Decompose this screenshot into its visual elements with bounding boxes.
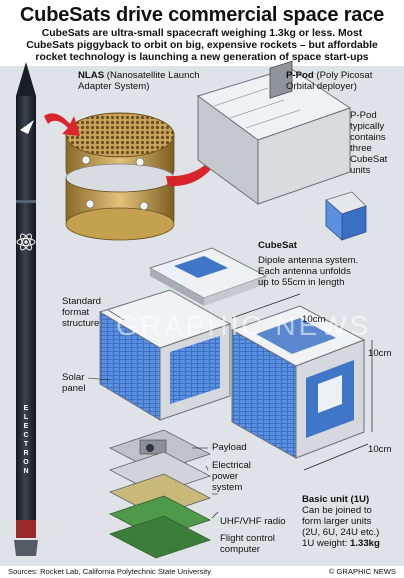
cubesat-heading-text: CubeSat	[258, 240, 297, 251]
nlas-label-rest: (Nanosatellite Launch	[104, 70, 200, 81]
standard-structure-label: Standard format structure	[62, 296, 101, 329]
nlas-label-line2: Adapter System)	[78, 81, 150, 92]
eps-line: system	[212, 482, 243, 493]
dipole-line: Dipole antenna system.	[258, 255, 359, 266]
basic-unit-line: Can be joined to	[302, 505, 372, 516]
rocket-letter: N	[23, 468, 28, 475]
ppod-label-line2: Orbital deployer)	[286, 81, 357, 92]
dimension-bottom-label: 10cm	[368, 444, 392, 455]
rocket-letter: E	[24, 423, 29, 430]
internal-boards	[108, 429, 212, 559]
dipole-antenna-label: Dipole antenna system. Each antenna unfo…	[258, 255, 358, 288]
page-title: CubeSats drive commercial space race	[19, 4, 385, 26]
ppod-description: P-Pod typically contains three CubeSat u…	[350, 110, 387, 176]
ppod-desc-line: three	[350, 143, 372, 154]
ppod-label: P-Pod (Poly Picosat Orbital deployer)	[286, 70, 372, 92]
ppod-deployer	[196, 60, 367, 241]
footer-sources: Sources: Rocket Lab, California Polytech…	[8, 567, 212, 576]
basic-unit-line: (2U, 6U, 24U etc.)	[302, 527, 380, 538]
header: CubeSats drive commercial space race Cub…	[8, 4, 396, 64]
solar-line: panel	[62, 383, 86, 394]
ppod-desc-line: P-Pod	[350, 110, 377, 121]
ppod-desc-line: CubeSat	[350, 154, 388, 165]
dimension-top-label: 10cm	[302, 314, 326, 325]
fcc-line: Flight control	[220, 533, 275, 544]
rocket-letter: O	[23, 459, 29, 466]
footer: Sources: Rocket Lab, California Polytech…	[0, 566, 404, 578]
rocket-letter: T	[24, 441, 29, 448]
basic-unit-weight-value: 1.33kg	[350, 538, 380, 549]
ppod-desc-line: typically	[350, 121, 385, 132]
arrow-rocket-to-nlas-icon	[44, 113, 80, 136]
subtitle-line-1: CubeSats are ultra-small spacecraft weig…	[41, 28, 363, 39]
rocket-letter: L	[24, 414, 29, 421]
dipole-line: Each antenna unfolds	[258, 266, 351, 277]
footer-credit: © GRAPHIC NEWS	[328, 567, 396, 576]
eps-line: Electrical	[212, 460, 251, 471]
subtitle-line-2: CubeSats piggyback to orbit on big, expe…	[26, 40, 378, 51]
basic-unit-cube	[230, 305, 366, 459]
ppod-desc-line: contains	[350, 132, 386, 143]
ppod-desc-line: units	[350, 165, 371, 176]
rocket-letter: C	[23, 432, 28, 439]
payload-label: Payload	[212, 442, 247, 453]
rocket-band	[16, 200, 36, 203]
rocket-base	[14, 540, 38, 556]
rocket-fuselage	[16, 96, 36, 536]
nlas-adapter	[65, 112, 175, 241]
rocket-nose	[16, 62, 36, 96]
rocket-engine-section	[16, 520, 36, 538]
solar-line: Solar	[62, 372, 85, 383]
basic-unit-weight-prefix: 1U weight:	[302, 538, 350, 549]
basic-unit-label: Basic unit (1U) Can be joined to form la…	[302, 494, 380, 549]
basic-unit-title: Basic unit (1U)	[302, 494, 370, 505]
fcc-line: computer	[220, 544, 260, 555]
standard-line: format	[62, 307, 90, 318]
dimension-side-label: 10cm	[368, 348, 392, 359]
rocket-letter: E	[24, 405, 29, 412]
dipole-line: up to 55cm in length	[258, 277, 345, 288]
rocket-logo	[20, 120, 34, 134]
basic-unit-line: form larger units	[302, 516, 372, 527]
ppod-label-rest: (Poly Picosat	[313, 70, 373, 81]
cubesat-heading: CubeSat	[258, 240, 297, 251]
radio-label: UHF/VHF radio	[220, 516, 286, 527]
dimension-lines	[231, 293, 373, 471]
rocket-letter: R	[23, 450, 28, 457]
nlas-label: NLAS (Nanosatellite Launch Adapter Syste…	[78, 70, 200, 92]
cubesat-structure	[98, 289, 232, 421]
standard-line: Standard	[62, 296, 101, 307]
standard-line: structure	[62, 318, 100, 329]
arrow-nlas-to-ppod-icon	[166, 146, 228, 187]
dipole-antenna-panel	[148, 247, 268, 306]
nlas-label-name: NLAS	[78, 70, 105, 81]
fcc-label: Flight control computer	[220, 533, 275, 555]
eps-line: power	[212, 471, 239, 482]
eps-label: Electrical power system	[212, 460, 251, 493]
subtitle-line-3: rocket technology is launching a new gen…	[35, 52, 369, 63]
ppod-label-name: P-Pod	[286, 70, 314, 81]
solar-panel-label: Solar panel	[62, 372, 85, 394]
leader-lines	[87, 309, 219, 519]
atom-logo-icon	[16, 233, 36, 251]
page-subtitle: CubeSats are ultra-small spacecraft weig…	[8, 28, 396, 64]
basic-unit-weight: 1U weight: 1.33kg	[302, 538, 380, 549]
